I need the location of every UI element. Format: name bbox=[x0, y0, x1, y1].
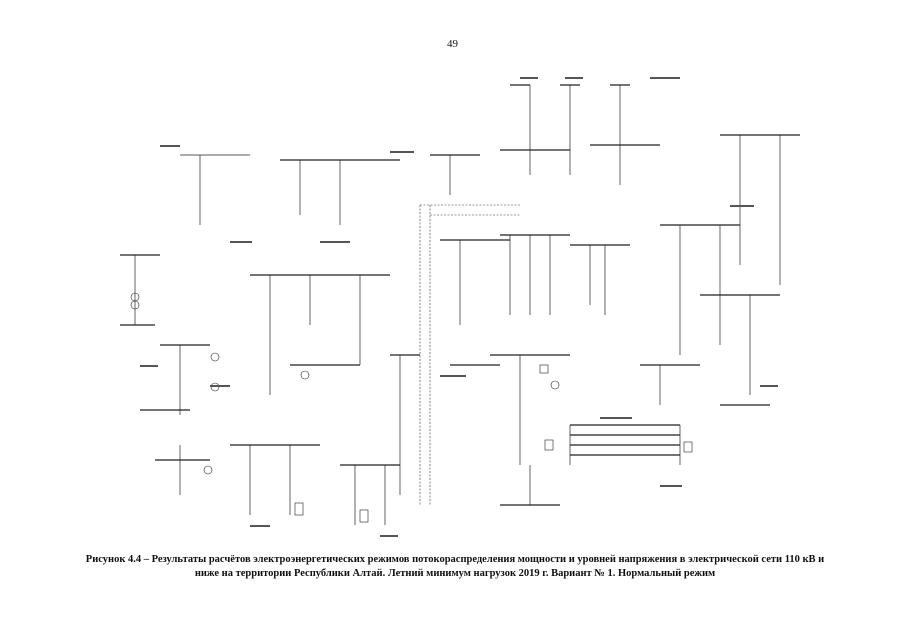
page-number: 49 bbox=[447, 38, 458, 50]
figure-caption-line-2: ниже на территории Республики Алтай. Лет… bbox=[194, 568, 716, 579]
network-schematic-diagram bbox=[120, 77, 800, 537]
figure-caption-line-1: Рисунок 4.4 – Результаты расчётов электр… bbox=[85, 554, 825, 565]
schematic-top-section bbox=[180, 84, 800, 285]
schematic-left-section bbox=[120, 254, 400, 525]
schematic-small-labels bbox=[140, 77, 778, 537]
schematic-central-section bbox=[250, 204, 630, 505]
figure-caption: Рисунок 4.4 – Результаты расчётов электр… bbox=[70, 553, 840, 581]
schematic-right-section bbox=[500, 224, 780, 506]
